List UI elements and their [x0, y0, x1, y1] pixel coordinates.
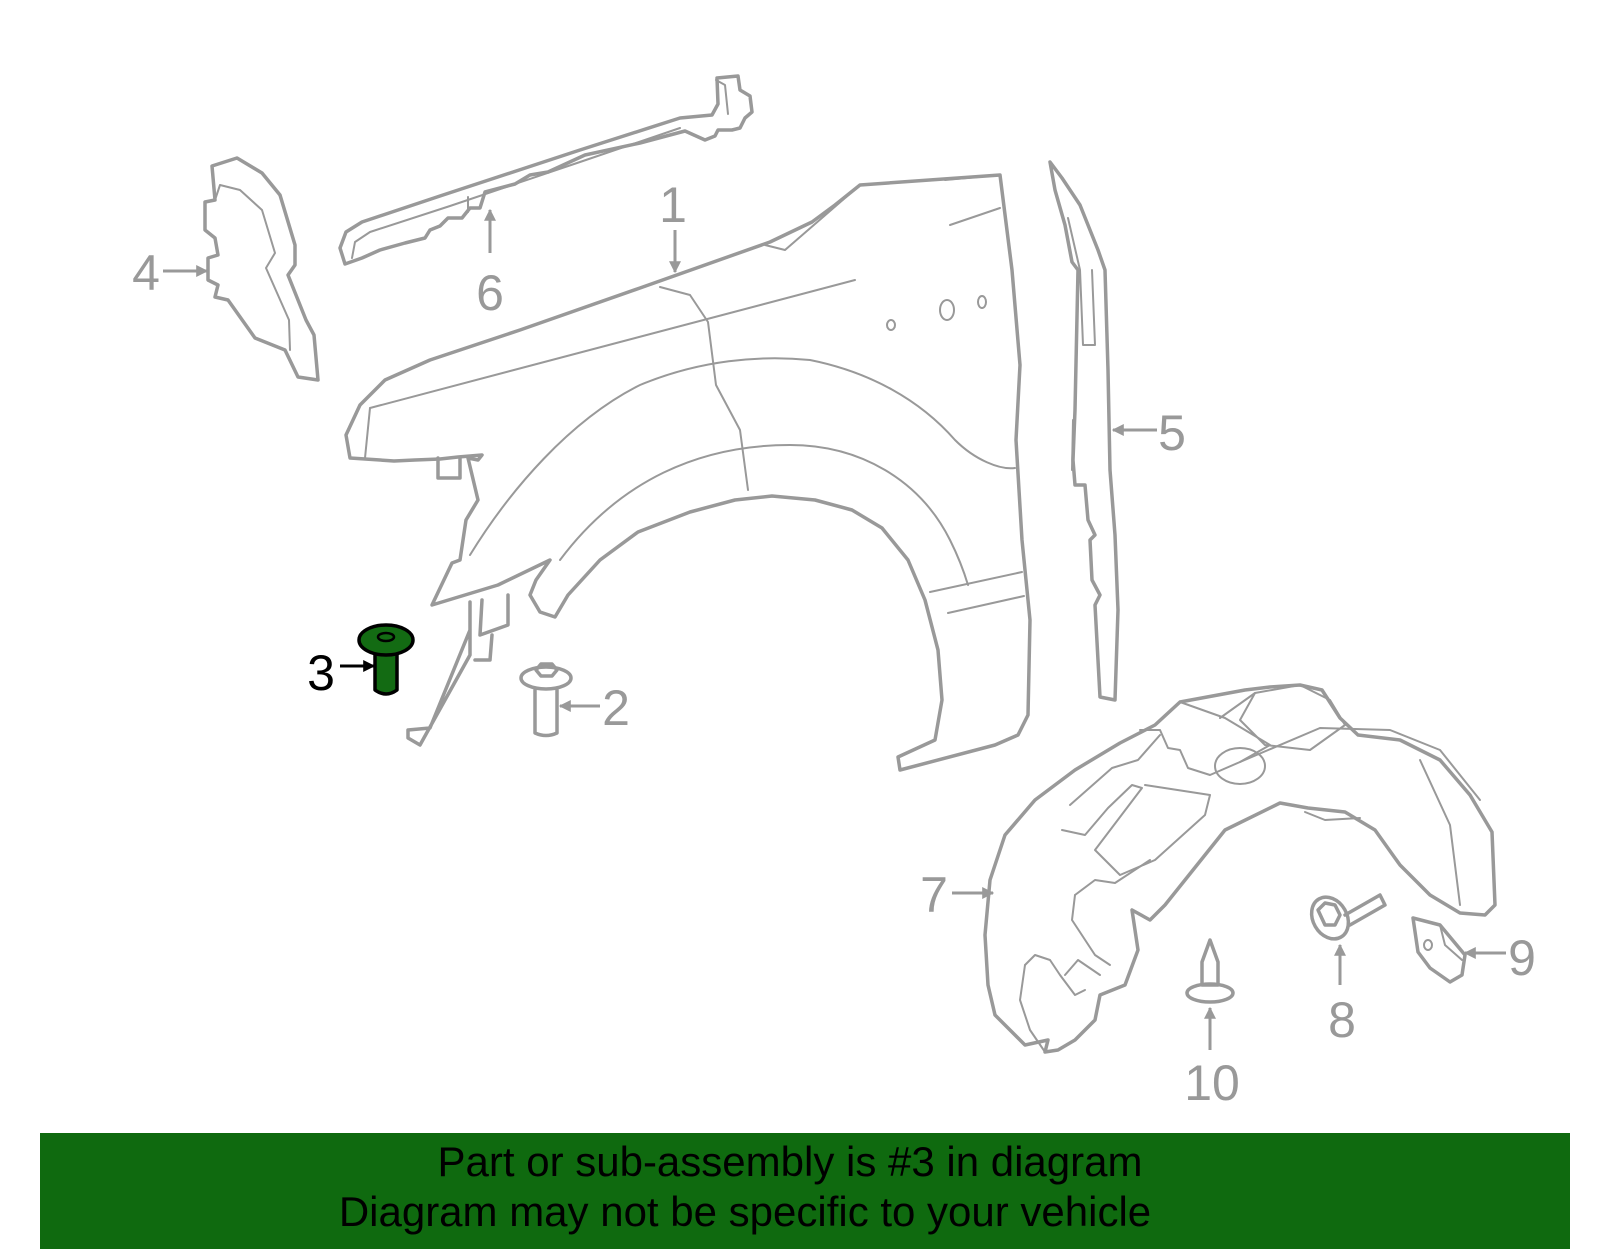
leader-lines [163, 208, 1506, 1050]
banner-line-2: Diagram may not be specific to your vehi… [338, 1188, 1152, 1235]
callout-7: 7 [920, 867, 948, 923]
callout-9: 9 [1508, 930, 1536, 986]
callout-3: 3 [307, 645, 335, 701]
clip-part-3[interactable] [357, 623, 415, 696]
callout-6: 6 [476, 265, 504, 321]
info-banner: Part or sub-assembly is #3 in diagram Di… [40, 1133, 1570, 1249]
liner-part-7[interactable] [983, 683, 1497, 1054]
banner-line-1: Part or sub-assembly is #3 in diagram [437, 1138, 1143, 1185]
clip-part-9[interactable] [1411, 916, 1467, 984]
seal-part-5[interactable] [1048, 160, 1120, 702]
fender-part-1[interactable] [344, 173, 1032, 772]
pin-part-10[interactable] [1185, 938, 1235, 1004]
callout-5: 5 [1158, 405, 1186, 461]
callout-4: 4 [132, 245, 160, 301]
bolt-part-2[interactable] [519, 662, 573, 738]
callout-10: 10 [1184, 1055, 1240, 1111]
rail-part-6[interactable] [338, 74, 754, 266]
callout-2: 2 [602, 680, 630, 736]
callout-8: 8 [1328, 992, 1356, 1048]
bracket-part-4[interactable] [203, 156, 320, 382]
bolt-part-8[interactable] [1304, 890, 1387, 945]
callout-1: 1 [659, 177, 687, 233]
